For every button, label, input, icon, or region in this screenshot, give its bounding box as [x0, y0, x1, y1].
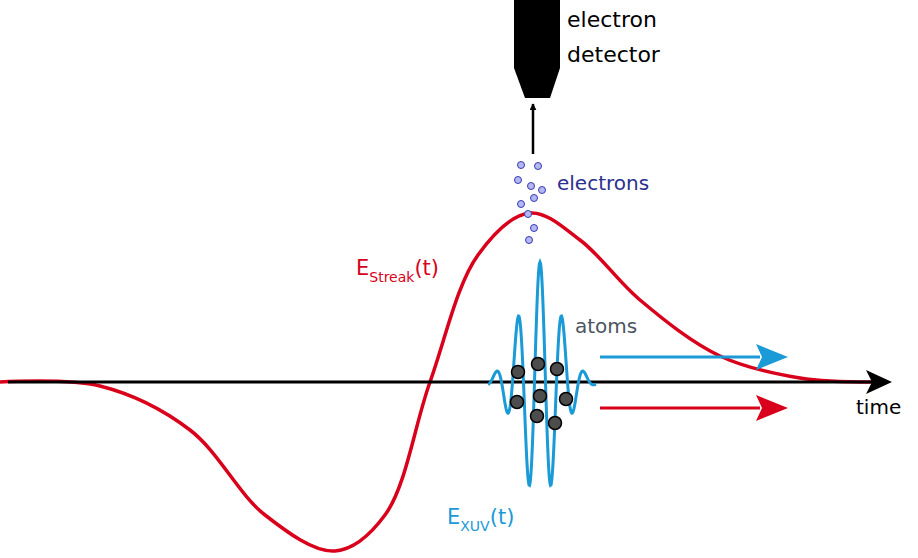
field-argument: (t)	[414, 256, 439, 280]
atom	[512, 366, 525, 379]
electrons-label: electrons	[557, 172, 649, 195]
electron	[526, 237, 533, 244]
electron	[531, 195, 538, 202]
streak-propagation-arrow	[600, 407, 760, 410]
field-subscript: Streak	[369, 269, 414, 285]
electron	[539, 187, 546, 194]
electron	[518, 162, 525, 169]
propagation-arrows	[600, 344, 788, 421]
streak-arrow-head	[756, 395, 788, 421]
electron	[518, 201, 525, 208]
streak-field-curve	[0, 213, 872, 551]
xuv-pulse-wave	[488, 262, 596, 485]
atom	[551, 363, 564, 376]
xuv-arrow-head	[756, 344, 788, 370]
detector-label: electron detector	[567, 2, 685, 72]
atom	[531, 410, 544, 423]
electron	[535, 163, 542, 170]
detector-body	[514, 0, 560, 98]
electron	[531, 225, 538, 232]
axis-label: time	[856, 396, 901, 419]
time-axis	[8, 381, 872, 384]
electron	[525, 211, 532, 218]
field-symbol: E	[356, 256, 369, 280]
electron-direction-arrow	[532, 104, 535, 154]
atom	[532, 358, 545, 371]
time-axis-head	[866, 370, 892, 394]
xuv-propagation-arrow	[600, 356, 760, 359]
electron	[528, 183, 535, 190]
atom	[534, 390, 547, 403]
electron	[515, 177, 522, 184]
electron-cloud	[515, 162, 546, 244]
field-argument: (t)	[490, 505, 515, 529]
field-symbol: E	[447, 505, 460, 529]
atom	[511, 396, 524, 409]
atoms-group	[511, 358, 573, 430]
atoms-label: atoms	[575, 315, 637, 338]
field-subscript: XUV	[460, 518, 489, 534]
atom	[560, 393, 573, 406]
atom	[549, 417, 562, 430]
